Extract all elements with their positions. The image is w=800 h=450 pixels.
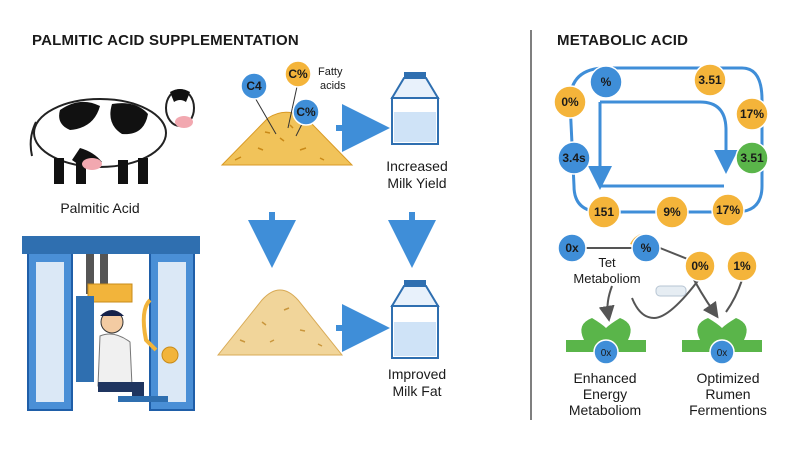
cycle-inner-arrow-right: [600, 100, 738, 174]
cycle-node-6-label: 151: [594, 205, 614, 219]
receptor-node-0: 0x: [593, 339, 619, 365]
cycle-ring: [568, 66, 764, 214]
outcome-left-line3: Metaboliom: [568, 402, 642, 418]
fatty-acid-pile-top: [220, 81, 354, 166]
cycle-node-5: 3.51: [735, 141, 769, 175]
cycle-node-4-label: 3.4s: [562, 151, 586, 165]
cycle-node-0-label: %: [601, 75, 612, 89]
receptor-node-1: 0x: [709, 339, 735, 365]
cycle-node-5-label: 3.51: [740, 151, 764, 165]
receptor-node-0-label: 0x: [601, 348, 612, 359]
fatty-tag-0-label: C4: [246, 79, 262, 93]
outcome-left-line1: Enhanced: [573, 370, 637, 386]
middle-label-line2: Metaboliom: [573, 271, 641, 286]
lower-nodes: 0x% 0% 1% 0x 0x: [557, 233, 758, 365]
cycle-node-7-label: 9%: [663, 205, 681, 219]
cycle-node-2-label: 0%: [561, 95, 579, 109]
outcome-right-line1: Optimized: [696, 370, 760, 386]
fatty-acid-tags: C4C%C%: [240, 60, 320, 126]
fatty-tag-1-label: C%: [288, 67, 308, 81]
cycle-node-1-label: 3.51: [698, 73, 722, 87]
fatty-note-line2: acids: [320, 80, 346, 92]
fatty-tag-2-label: C%: [296, 105, 316, 119]
cycle-node-8: 17%: [711, 193, 745, 227]
cycle-node-6: 151: [587, 195, 621, 229]
lower-node-3-label: 1%: [733, 259, 751, 273]
lower-node-0-label: 0x: [565, 241, 579, 255]
fatty-tag-2: C%: [292, 98, 320, 126]
lower-node-0: 0x: [557, 233, 587, 263]
cycle-node-4: 3.4s: [557, 141, 591, 175]
fatty-note-line1: Fatty: [318, 66, 343, 78]
cycle-node-7: 9%: [655, 195, 689, 229]
right-section-title: METABOLIC ACID: [557, 32, 689, 49]
cycle-node-8-label: 17%: [716, 203, 740, 217]
fatty-tag-0: C4: [240, 72, 268, 100]
cow-illustration: [29, 89, 195, 184]
fatty-acid-pile-bottom: [216, 289, 344, 356]
milking-station-illustration: [22, 236, 200, 411]
milk-carton-top: [390, 72, 440, 145]
outcome-right-line3: Fermentions: [689, 402, 767, 418]
left-section-title: PALMITIC ACID SUPPLEMENTATION: [32, 32, 299, 49]
receptor-node-1-label: 0x: [717, 348, 728, 359]
lower-node-3: 1%: [726, 250, 758, 282]
lower-node-2-label: 0%: [691, 259, 709, 273]
lower-node-1-label: %: [641, 241, 652, 255]
milk-carton-bottom: [390, 280, 440, 359]
result-bottom-line2: Milk Fat: [392, 383, 442, 399]
result-bottom-line1: Improved: [387, 366, 447, 382]
cycle-node-3-label: 17%: [740, 107, 764, 121]
cycle-nodes: % 3.51 0% 17% 3.4s 3.51 151 9% 17%: [553, 63, 769, 229]
result-top-line2: Milk Yield: [387, 175, 447, 191]
outcome-left-line2: Energy: [582, 386, 628, 402]
lower-node-1: %: [631, 233, 661, 263]
result-top-line1: Increased: [386, 158, 448, 174]
cycle-node-1: 3.51: [693, 63, 727, 97]
outcome-right-line2: Rumen: [705, 386, 751, 402]
cow-caption: Palmitic Acid: [60, 200, 140, 216]
cycle-node-0: %: [589, 65, 623, 99]
fatty-tag-1: C%: [284, 60, 312, 88]
cycle-node-3: 17%: [735, 97, 769, 131]
lower-node-2: 0%: [684, 250, 716, 282]
middle-label-line1: Tet: [598, 255, 616, 270]
cycle-node-2: 0%: [553, 85, 587, 119]
